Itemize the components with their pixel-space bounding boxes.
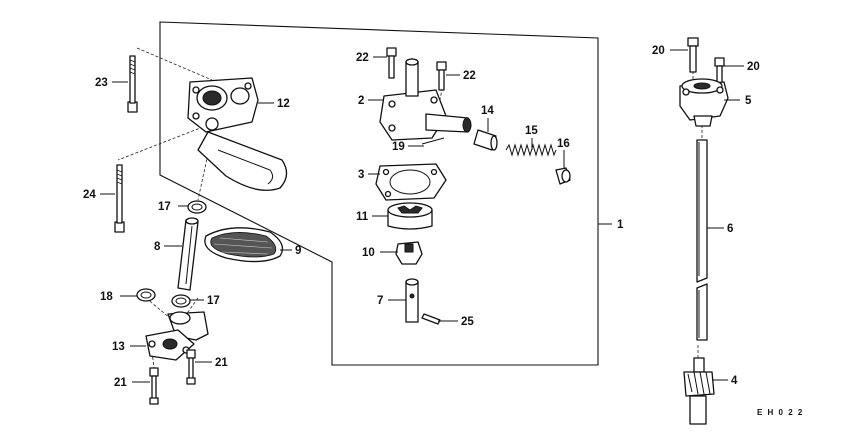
label-part-20-left: 20 — [652, 45, 665, 57]
label-part-18: 18 — [100, 291, 113, 303]
label-part-20-right: 20 — [747, 61, 760, 73]
label-part-24: 24 — [83, 189, 96, 201]
label-part-4: 4 — [731, 375, 738, 387]
label-part-7: 7 — [377, 295, 383, 307]
label-part-21-right: 21 — [215, 357, 228, 369]
part-6-drive-shaft — [696, 139, 708, 341]
label-part-2: 2 — [358, 95, 364, 107]
part-7-shaft — [405, 278, 419, 323]
part-15-spring — [505, 143, 557, 157]
part-22-bolt-left — [386, 47, 397, 79]
part-5-drive-housing — [679, 78, 729, 127]
part-9-screen — [204, 227, 284, 263]
part-4-gear-shaft — [683, 357, 715, 425]
part-labels: 1 2 3 4 5 6 7 8 9 10 11 12 13 14 15 16 1… — [83, 45, 760, 389]
diagram-code: E H 0 2 2 — [757, 408, 804, 417]
part-13-joint-block — [145, 311, 209, 361]
part-21-bolt-left — [149, 367, 159, 405]
part-17-o-ring-lower — [171, 294, 191, 308]
part-12-strainer-housing — [187, 77, 288, 191]
label-part-14: 14 — [481, 105, 494, 117]
part-22-bolt-right — [436, 61, 447, 91]
part-2-pump-body — [379, 58, 472, 141]
label-part-17-upper: 17 — [158, 201, 171, 213]
label-part-25: 25 — [461, 316, 474, 328]
part-11-outer-rotor — [387, 202, 433, 230]
assembly-frame — [159, 21, 599, 366]
leader-lines — [100, 49, 744, 383]
part-17-o-ring-upper — [187, 200, 207, 214]
part-14-plunger — [473, 129, 498, 151]
label-part-16: 16 — [557, 138, 570, 150]
label-part-17-lower: 17 — [207, 295, 220, 307]
part-20-bolt-left — [687, 37, 699, 73]
label-part-8: 8 — [154, 241, 161, 253]
part-20-bolt-right — [714, 57, 725, 85]
label-part-19: 19 — [392, 141, 405, 153]
label-part-1: 1 — [617, 219, 624, 231]
label-part-11: 11 — [356, 211, 369, 223]
part-10-inner-rotor — [395, 241, 423, 265]
part-19-pin — [421, 137, 445, 145]
label-part-22-left: 22 — [356, 52, 369, 64]
part-16-plug — [555, 167, 571, 185]
part-3-gasket — [375, 163, 447, 201]
label-part-15: 15 — [525, 125, 538, 137]
part-8-pipe — [177, 217, 199, 291]
part-24-long-bolt — [114, 164, 125, 233]
label-part-12: 12 — [277, 98, 290, 110]
part-23-long-bolt — [127, 55, 138, 113]
label-part-3: 3 — [358, 169, 364, 181]
label-part-10: 10 — [362, 247, 375, 259]
label-part-9: 9 — [295, 245, 301, 257]
label-part-23: 23 — [95, 77, 108, 89]
label-part-22-right: 22 — [463, 70, 476, 82]
label-part-5: 5 — [745, 95, 752, 107]
part-18-o-ring — [136, 288, 156, 302]
label-part-6: 6 — [727, 223, 733, 235]
label-part-21-left: 21 — [114, 377, 127, 389]
part-21-bolt-right — [186, 349, 196, 385]
part-25-pin — [421, 313, 441, 325]
label-part-13: 13 — [112, 341, 125, 353]
